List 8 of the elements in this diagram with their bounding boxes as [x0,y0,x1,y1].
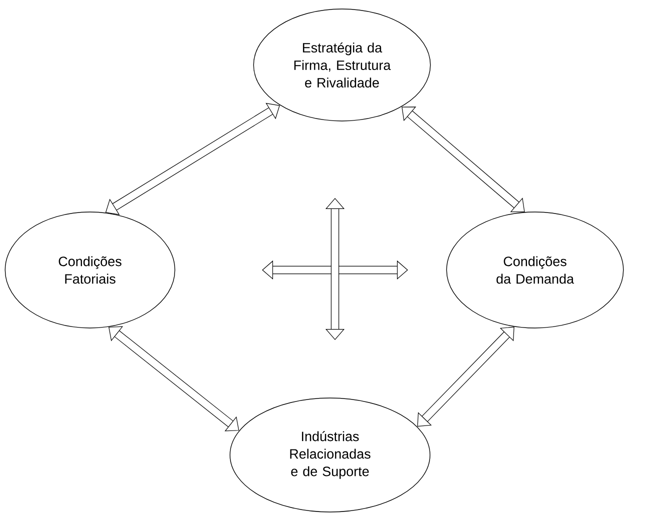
ellipse-node: Indústrias Relacionadas e de Suporte [230,398,430,512]
double-arrow [108,326,240,432]
ellipse-node: Estratégia da Firma, Estrutura e Rivalidade [253,8,431,122]
ellipse-node: Condições da Demanda [446,212,624,328]
double-arrow [105,102,280,215]
ellipse-node: Condições Fatoriais [4,212,176,328]
double-arrow [402,106,525,212]
double-arrow [417,326,514,427]
